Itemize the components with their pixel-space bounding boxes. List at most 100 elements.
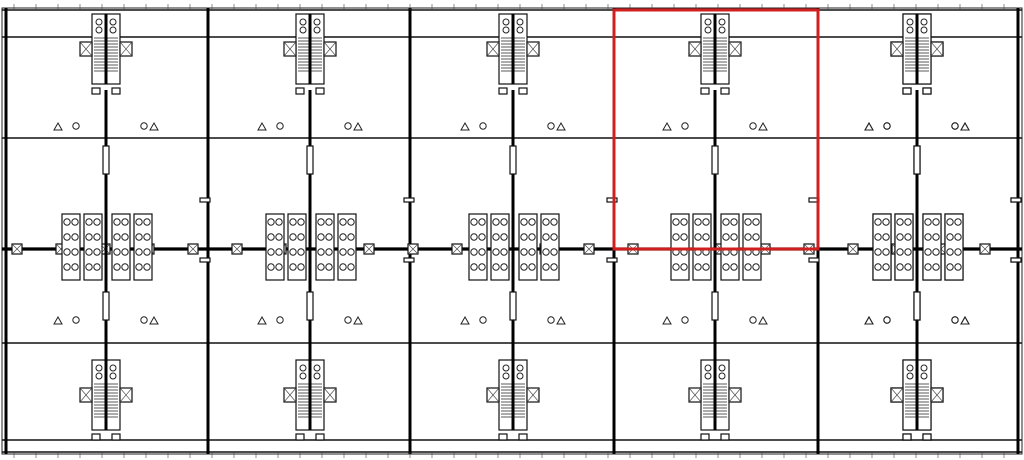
circle-symbol [749,316,757,324]
stair-core-top [890,13,944,95]
landing-box [498,433,508,441]
circle-symbol [289,248,297,256]
circle-symbol [299,372,307,380]
circle-symbol [932,233,940,241]
circle-symbol [882,263,890,271]
circle-symbol [550,218,558,226]
circle-symbol [317,248,325,256]
circle-symbol [516,364,524,372]
wall-tag [606,197,618,203]
circle-symbol [135,233,143,241]
circle-symbol [920,372,928,380]
circle-symbol [275,233,283,241]
circle-symbol [479,316,487,324]
circle-symbol [492,248,500,256]
circle-symbol [95,364,103,372]
circle-symbol [680,263,688,271]
highlighted-module-frame [612,8,820,251]
stair-core-top [486,13,540,95]
landing-box [720,87,730,95]
circle-symbol [299,26,307,34]
circle-symbol [109,364,117,372]
circle-symbol [289,263,297,271]
circle-symbol [85,263,93,271]
circle-symbol [275,263,283,271]
circle-symbol [93,248,101,256]
corridor-box-cross [187,243,199,255]
circle-symbol [681,316,689,324]
fixture-row-top [864,121,970,131]
triangle-symbol [864,315,874,325]
triangle-symbol [460,315,470,325]
circle-symbol [347,263,355,271]
stair-core-bottom [283,359,337,441]
circle-symbol [906,26,914,34]
circle-symbol [550,263,558,271]
corridor-box-cross [231,243,243,255]
circle-symbol [680,233,688,241]
wall-tag [403,197,415,203]
x-box-cross [930,387,944,403]
wall-tag [1010,197,1022,203]
triangle-symbol [353,121,363,131]
circle-symbol [883,122,891,130]
circle-symbol [297,248,305,256]
circle-symbol [896,233,904,241]
column-marker [509,145,517,175]
landing-box [902,87,912,95]
column-marker [306,145,314,175]
wall-tag [199,257,211,263]
circle-symbol [325,233,333,241]
circle-symbol [502,26,510,34]
triangle-symbol [257,315,267,325]
corridor-box-cross [11,243,23,255]
x-box-cross [728,387,742,403]
circle-symbol [347,248,355,256]
column-marker [913,291,921,321]
circle-symbol [121,248,129,256]
x-box-cross [890,387,904,403]
circle-symbol [276,316,284,324]
circle-symbol [95,18,103,26]
circle-symbol [882,233,890,241]
circle-symbol [681,122,689,130]
circle-symbol [883,316,891,324]
landing-box [91,87,101,95]
circle-symbol [946,233,954,241]
circle-symbol [528,233,536,241]
landing-box [922,87,932,95]
x-box-cross [688,387,702,403]
circle-symbol [479,122,487,130]
circle-symbol [920,18,928,26]
circle-symbol [113,218,121,226]
circle-symbol [71,233,79,241]
circle-symbol [317,263,325,271]
circle-symbol [547,122,555,130]
circle-symbol [93,263,101,271]
landing-box [111,87,121,95]
circle-symbol [672,233,680,241]
circle-symbol [143,248,151,256]
triangle-symbol [257,121,267,131]
circle-symbol [954,233,962,241]
circle-symbol [896,218,904,226]
landing-box [295,87,305,95]
circle-symbol [896,248,904,256]
wall-tag [199,197,211,203]
circle-symbol [920,364,928,372]
triangle-symbol [960,121,970,131]
wall-tag [403,257,415,263]
stair-core-top [688,13,742,95]
column-marker [711,291,719,321]
circle-symbol [528,263,536,271]
circle-symbol [924,233,932,241]
x-box-cross [79,387,93,403]
circle-symbol [744,233,752,241]
circle-symbol [730,263,738,271]
circle-symbol [904,248,912,256]
circle-symbol [882,248,890,256]
circle-symbol [730,233,738,241]
circle-symbol [516,26,524,34]
circle-symbol [542,218,550,226]
x-box-cross [486,387,500,403]
